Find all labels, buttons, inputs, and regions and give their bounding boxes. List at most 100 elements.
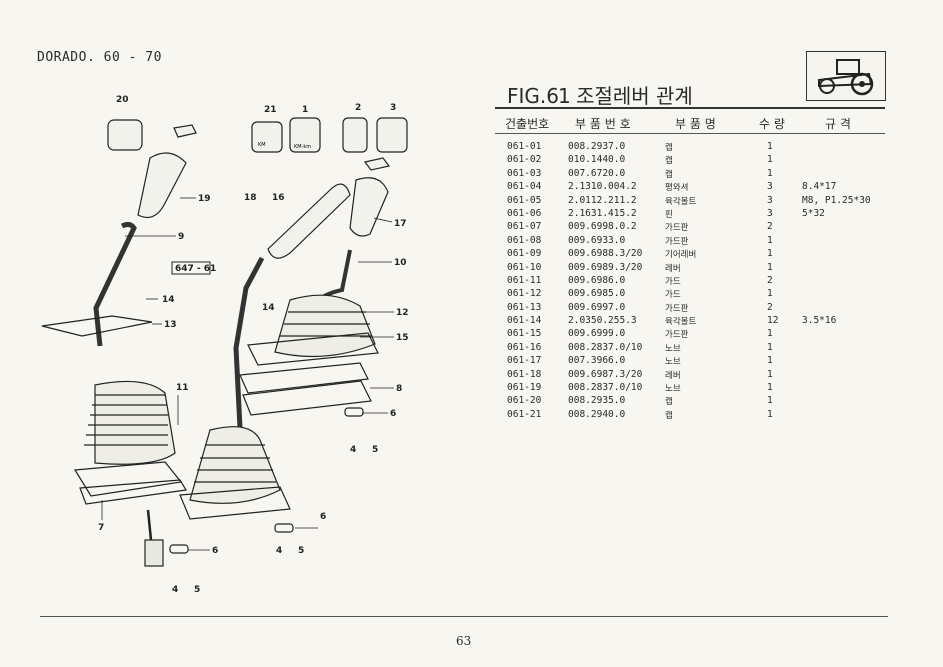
part-no-cell: 009.6986.0 bbox=[568, 274, 626, 286]
ref-cell: 061-18 bbox=[507, 368, 542, 380]
part-no-cell: 009.6985.0 bbox=[568, 288, 626, 300]
qty-cell: 1 bbox=[767, 234, 773, 246]
callout-16: 16 bbox=[272, 193, 285, 203]
part-no-cell: 009.6997.0 bbox=[568, 301, 626, 313]
header-spec: 규 격 bbox=[825, 117, 851, 131]
tractor-icon bbox=[818, 59, 874, 96]
callout-7: 7 bbox=[98, 523, 104, 533]
table-header-rule bbox=[495, 133, 885, 134]
qty-cell: 1 bbox=[767, 141, 773, 152]
qty-cell: 1 bbox=[767, 154, 773, 166]
ref-cell: 061-20 bbox=[507, 395, 542, 407]
spec-cell: 3.5*16 bbox=[802, 315, 837, 327]
figure-number: 61 bbox=[546, 84, 570, 108]
ref-cell: 061-11 bbox=[507, 274, 542, 286]
part-no-cell: 2.1310.004.2 bbox=[568, 181, 637, 193]
callout-21: 21 bbox=[264, 105, 277, 115]
figure-title: FIG.61 조절레버 관계 bbox=[507, 80, 693, 109]
ref-cell: 061-10 bbox=[507, 261, 542, 273]
part-name-cell: 핀 bbox=[665, 209, 673, 220]
part-no-cell: 2.0112.211.2 bbox=[568, 194, 637, 206]
callout-5: 5 bbox=[194, 585, 200, 595]
ref-cell: 061-05 bbox=[507, 194, 542, 206]
qty-cell: 1 bbox=[767, 288, 773, 300]
tractor-logo bbox=[806, 51, 886, 101]
part-name-cell: 캡 bbox=[665, 156, 673, 167]
part-name-cell: 육각볼트 bbox=[665, 196, 697, 207]
ref-cell: 061-07 bbox=[507, 221, 542, 233]
part-name-cell: 노브 bbox=[665, 357, 681, 368]
part-name-cell: 레버 bbox=[665, 370, 681, 381]
part-name-cell: 노브 bbox=[665, 343, 681, 354]
figure-text: 조절레버 관계 bbox=[576, 84, 693, 108]
part-no-cell: 007.3966.0 bbox=[568, 355, 626, 367]
callout-18: 18 bbox=[244, 193, 257, 203]
ref-cell: 061-03 bbox=[507, 167, 542, 179]
part-no-cell: 009.6933.0 bbox=[568, 234, 626, 246]
part-no-cell: 008.2937.0 bbox=[568, 141, 626, 152]
cap-label-km: KM bbox=[258, 142, 266, 148]
ref-cell: 061-21 bbox=[507, 408, 542, 420]
ref-cell: 061-15 bbox=[507, 328, 542, 340]
callout-10: 10 bbox=[394, 258, 407, 268]
figure-prefix: FIG. bbox=[507, 84, 547, 108]
ref-cell: 061-01 bbox=[507, 141, 542, 152]
callout-19: 19 bbox=[198, 194, 211, 204]
qty-cell: 2 bbox=[767, 301, 773, 313]
part-no-cell: 009.6998.0.2 bbox=[568, 221, 637, 233]
callout-8: 8 bbox=[396, 384, 402, 394]
header-part-name: 부 품 명 bbox=[675, 117, 716, 131]
qty-cell: 3 bbox=[767, 181, 773, 193]
part-name-cell: 평와셔 bbox=[665, 183, 689, 194]
callout-12: 12 bbox=[396, 308, 409, 318]
qty-cell: 3 bbox=[767, 194, 773, 206]
part-name-cell: 가드 bbox=[665, 290, 681, 301]
part-name-cell: 캡 bbox=[665, 410, 673, 421]
ref-cell: 061-16 bbox=[507, 341, 542, 353]
part-name-cell: 기어레버 bbox=[665, 250, 697, 261]
ref-cell: 061-12 bbox=[507, 288, 542, 300]
ref-cell: 061-17 bbox=[507, 355, 542, 367]
spec-cell: 8.4*17 bbox=[802, 181, 837, 193]
model-header: DORADO. 60 - 70 bbox=[37, 50, 162, 65]
callout-13: 13 bbox=[164, 320, 177, 330]
ref-cell: 061-14 bbox=[507, 315, 542, 327]
callout-4: 4 bbox=[172, 585, 178, 595]
callout-6: 6 bbox=[320, 512, 326, 522]
qty-cell: 1 bbox=[767, 248, 773, 260]
qty-cell: 1 bbox=[767, 261, 773, 273]
header-qty: 수 량 bbox=[759, 117, 785, 131]
callout-9: 9 bbox=[178, 232, 184, 242]
qty-cell: 1 bbox=[767, 395, 773, 407]
qty-cell: 1 bbox=[767, 408, 773, 420]
callout-5: 5 bbox=[372, 445, 378, 455]
qty-cell: 1 bbox=[767, 368, 773, 380]
part-no-cell: 008.2935.0 bbox=[568, 395, 626, 407]
callout-14: 14 bbox=[162, 295, 175, 305]
cap-label-kmh: KM-km bbox=[294, 144, 311, 150]
qty-cell: 1 bbox=[767, 167, 773, 179]
ref-cell: 061-06 bbox=[507, 207, 542, 219]
header-part-no: 부 품 번 호 bbox=[575, 117, 631, 131]
part-name-cell: 캡 bbox=[665, 143, 673, 153]
table-top-rule bbox=[495, 107, 885, 109]
diagram-box-label: 647 - 61 bbox=[175, 264, 216, 274]
callout-2: 2 bbox=[355, 103, 361, 113]
page-number: 63 bbox=[456, 634, 472, 648]
part-no-cell: 2.1631.415.2 bbox=[568, 207, 637, 219]
qty-cell: 1 bbox=[767, 355, 773, 367]
qty-cell: 2 bbox=[767, 274, 773, 286]
